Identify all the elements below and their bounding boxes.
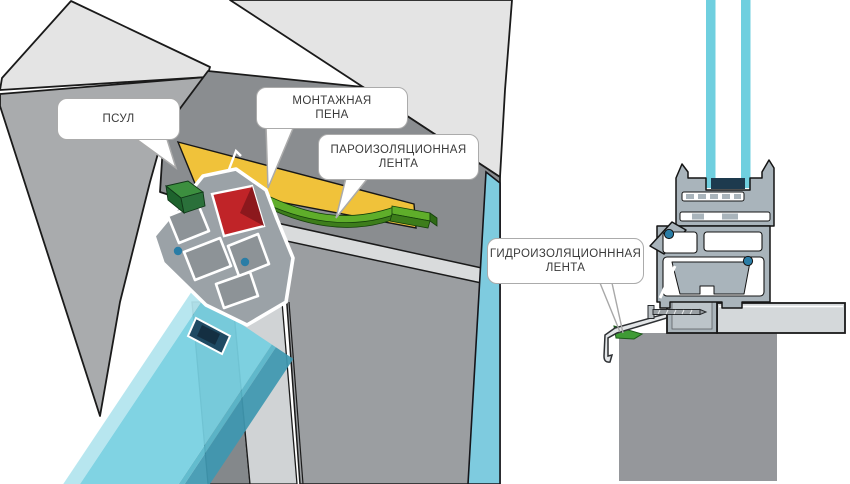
callout-vapor-line2: ЛЕНТА [378,158,419,170]
callout-foam-line2: ПЕНА [315,109,349,121]
psul-tape-block [164,180,206,215]
frame-profile [649,221,771,309]
callout-foam-line1: МОНТАЖНАЯ [292,95,372,107]
callout-vapor-line1: ПАРОИЗОЛЯЦИОННАЯ [330,144,467,156]
masonry-wall [619,333,777,481]
vapor-barrier-tape [257,192,438,229]
glazing-spacer-block [711,178,745,189]
gasket-dot [240,257,250,267]
mounting-foam [176,140,417,229]
hydro-callout-leader [599,282,624,334]
callout-mounting-foam: МОНТАЖНАЯ ПЕНА [256,87,408,129]
glass-pane-outer [706,0,716,188]
gasket-dot [173,246,183,256]
gasket-dot [663,228,675,240]
callout-vapor-barrier-tape: ПАРОИЗОЛЯЦИОННАЯ ЛЕНТА [318,134,479,180]
sash-profile [675,159,775,227]
column-edge-line [288,301,304,484]
callout-hydro-line2: ЛЕНТА [545,262,586,274]
callout-psul: ПСУЛ [57,98,180,140]
callout-psul-text: ПСУЛ [102,113,135,125]
left-wall-top-face [0,0,211,91]
callout-waterproofing-tape: ГИДРОИЗОЛЯЦИОНННАЯ ЛЕНТА [487,238,644,284]
anchor-screw [647,305,708,319]
gasket-dot [742,255,754,267]
glass-pane-inner [741,0,751,188]
callout-hydro-line1: ГИДРОИЗОЛЯЦИОНННАЯ [489,248,642,260]
